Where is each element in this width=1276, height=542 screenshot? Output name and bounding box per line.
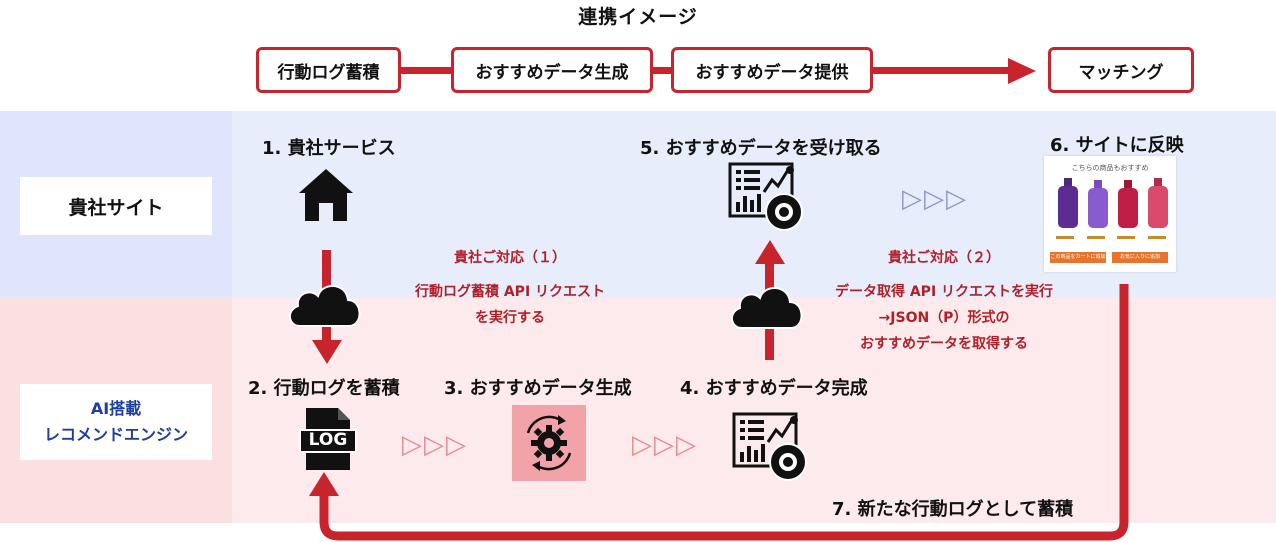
flow-step-matching: マッチング <box>1048 47 1194 93</box>
note-left-line1: 行動ログ蓄積 API リクエスト <box>414 284 606 300</box>
chevrons-bottom-1: ▷▷▷ <box>402 430 468 460</box>
site-preview-cart-button: この商品をカートに追加 <box>1050 252 1106 263</box>
data-report-icon-bottom <box>732 412 807 481</box>
engine-lane-area <box>232 298 1276 523</box>
note-right-line1: データ取得 API リクエストを実行 <box>834 284 1054 300</box>
log-file-label: LOG <box>308 430 348 450</box>
lane-label-engine-line1: AI搭載 <box>90 399 142 418</box>
flow-step-provide: おすすめデータ提供 <box>671 47 873 93</box>
site-preview-caption: こちらの商品もおすすめ <box>1071 164 1149 172</box>
site-preview-favorite-button: お気に入りに追加 <box>1112 252 1168 263</box>
flow-step-generate: おすすめデータ生成 <box>451 47 653 93</box>
log-file-icon <box>299 408 357 470</box>
feedback-loop-arrow <box>309 284 1129 541</box>
gear-process-icon <box>526 415 572 471</box>
flow-connector-1 <box>398 67 454 74</box>
step-1-label: 1. 貴社サービス <box>262 138 396 159</box>
flow-connector-3 <box>870 67 1012 74</box>
note-right: 貴社ご対応（２） データ取得 API リクエストを実行 →JSON（P）形式の … <box>810 245 1078 357</box>
step-4-label: 4. おすすめデータ完成 <box>680 378 868 399</box>
flow-connector-2 <box>650 67 674 74</box>
flow-arrow-head <box>1008 58 1036 84</box>
flow-step-log: 行動ログ蓄積 <box>256 47 401 93</box>
note-right-title: 貴社ご対応（２） <box>888 250 1000 266</box>
product-price-lines <box>1056 236 1166 242</box>
cloud-icon-right <box>731 287 803 329</box>
lane-label-engine-line2: レコメンドエンジン <box>43 425 188 444</box>
arrow-down-head <box>312 340 342 364</box>
data-report-icon-top <box>728 162 803 231</box>
note-right-line2: →JSON（P）形式の <box>878 310 1010 326</box>
cloud-icon-left <box>289 285 361 327</box>
step-6-label: 6. サイトに反映 <box>1050 135 1184 156</box>
step-7-label: 7. 新たな行動ログとして蓄積 <box>832 499 1074 520</box>
chevrons-bottom-2: ▷▷▷ <box>632 430 698 460</box>
product-bottles-image <box>1058 178 1168 228</box>
lane-label-site: 貴社サイト <box>20 177 212 235</box>
diagram-title: 連携イメージ <box>578 6 698 28</box>
step-3-label: 3. おすすめデータ生成 <box>444 378 632 399</box>
note-left-title: 貴社ご対応（１） <box>454 250 566 266</box>
step-5-label: 5. おすすめデータを受け取る <box>640 138 882 159</box>
site-preview: こちらの商品もおすすめ この商品をカートに追加 お気に入りに追加 <box>1044 156 1176 272</box>
chevrons-top: ▷▷▷ <box>902 184 968 214</box>
step-2-label: 2. 行動ログを蓄積 <box>248 378 400 399</box>
lane-label-engine: AI搭載 レコメンドエンジン <box>20 384 212 460</box>
note-right-line3: おすすめデータを取得する <box>860 336 1028 352</box>
lane-label-site-text: 貴社サイト <box>68 196 164 219</box>
arrow-up-head <box>755 240 785 264</box>
note-left: 貴社ご対応（１） 行動ログ蓄積 API リクエスト を実行する <box>390 245 630 331</box>
note-left-line2: を実行する <box>475 310 545 326</box>
house-icon <box>299 169 353 221</box>
